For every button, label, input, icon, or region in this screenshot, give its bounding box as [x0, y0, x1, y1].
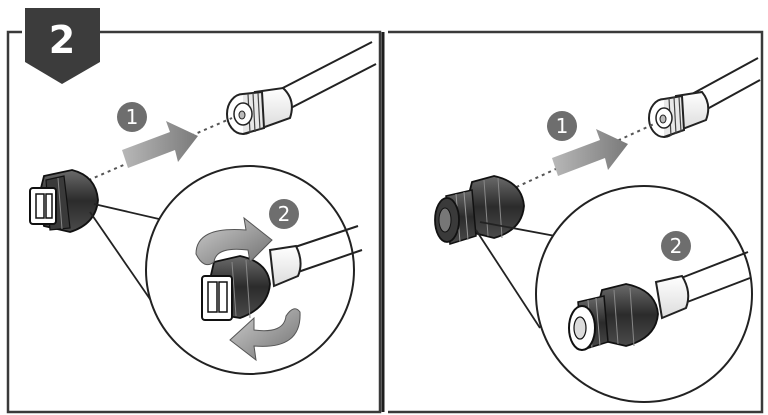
left-badge-2-label: 2	[278, 202, 291, 226]
right-badge-2: 2	[661, 231, 691, 261]
left-connector-plug	[30, 170, 98, 232]
step-number: 2	[49, 18, 75, 62]
left-badge-1-label: 1	[126, 105, 139, 129]
right-badge-1: 1	[547, 111, 577, 141]
left-badge-2: 2	[269, 199, 299, 229]
right-badge-1-label: 1	[556, 114, 569, 138]
step-tag: 2	[25, 8, 100, 84]
left-badge-1: 1	[117, 102, 147, 132]
left-cable	[227, 42, 376, 134]
right-cable	[649, 58, 760, 137]
right-badge-2-label: 2	[670, 234, 683, 258]
